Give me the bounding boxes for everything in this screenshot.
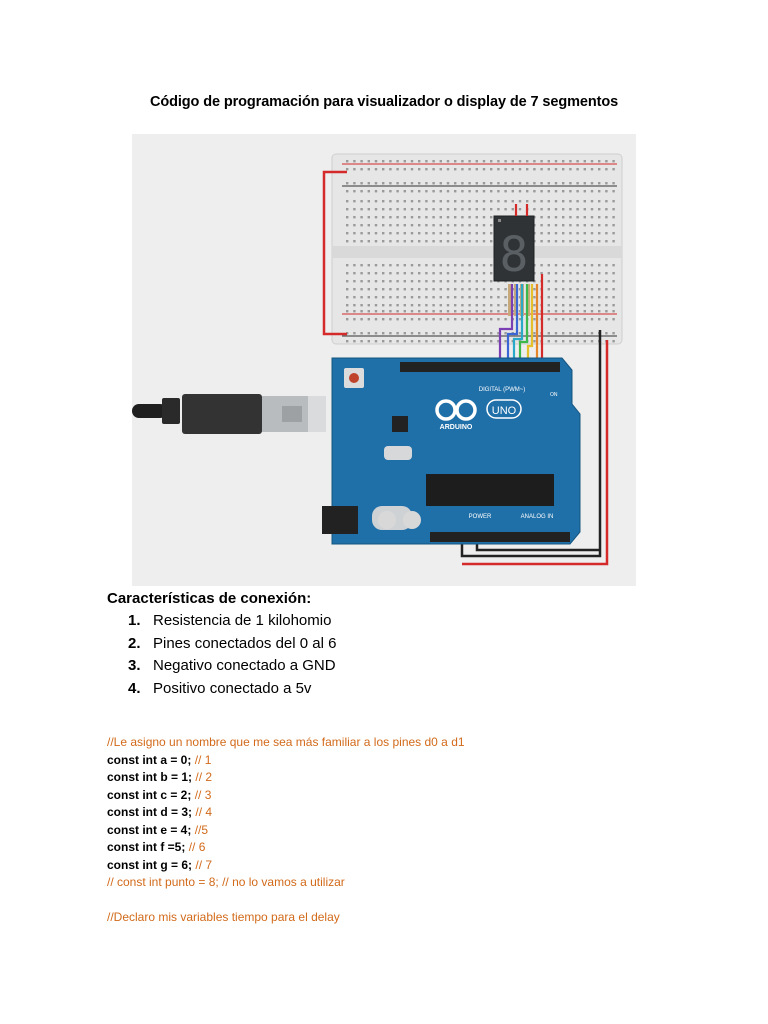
list-item: 3.Negativo conectado a GND (128, 657, 336, 674)
code-line: const int f =5; // 6 (107, 840, 206, 854)
code-block: //Le asigno un nombre que me sea más fam… (107, 734, 465, 927)
seven-segment-display: 8 (493, 215, 535, 283)
code-line: const int e = 4; //5 (107, 822, 209, 837)
list-item: 2.Pines conectados del 0 al 6 (128, 634, 337, 652)
board-brand-label: ARDUINO (440, 424, 473, 431)
list-item: 1.Resistencia de 1 kilohomio (128, 612, 332, 629)
arduino-logo (435, 399, 477, 421)
circuit-figure: 8 (132, 134, 636, 586)
display-digit: 8 (500, 227, 529, 283)
usb-cable (132, 394, 326, 434)
code-comment-intro: //Le asigno un nombre que me sea más fam… (107, 735, 465, 749)
analog-header-label: ANALOG IN (521, 514, 554, 520)
digital-header-label: DIGITAL (PWM~) (479, 387, 526, 393)
code-comment-delay: //Declaro mis variables tiempo para el d… (107, 910, 340, 924)
list-item: 4.Positivo conectado a 5v (128, 679, 312, 697)
circuit-diagram: 8 (132, 153, 623, 566)
on-led-label: ON (550, 392, 558, 398)
code-line: const int a = 0; // 1 (107, 752, 212, 767)
code-line: const int c = 2; // 3 (107, 787, 212, 802)
code-line: const int b = 1; // 2 (107, 770, 213, 784)
page-title: Código de programación para visualizador… (149, 94, 619, 110)
connection-features-list: 1.Resistencia de 1 kilohomio 2.Pines con… (128, 610, 336, 700)
code-line: const int g = 6; // 7 (107, 857, 213, 872)
code-line: const int d = 3; // 4 (107, 805, 213, 819)
breadboard (331, 153, 623, 345)
board-model-label: UNO (492, 405, 517, 417)
arduino-uno-board: UNO ARDUINO DIGITAL (PWM~) POWER ANALOG … (322, 357, 581, 545)
connection-features-heading: Características de conexión: (107, 590, 312, 607)
power-header-label: POWER (469, 514, 492, 520)
code-commented-out: // const int punto = 8; // no lo vamos a… (107, 875, 345, 889)
